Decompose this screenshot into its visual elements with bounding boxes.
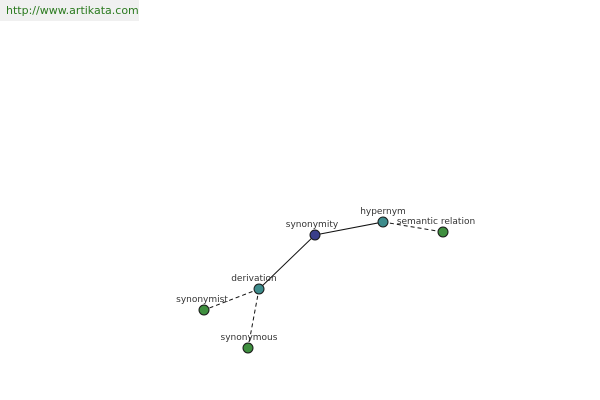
node-label-synonymous[interactable]: synonymous [221,333,278,343]
node-synonymous[interactable]: synonymous [221,333,278,354]
edge-derivation-synonymous [247,288,260,349]
node-synonymist[interactable]: synonymist [176,295,228,316]
node-label-semantic-relation[interactable]: semantic relation [397,217,475,227]
edge-synonymity-hypernym [314,221,384,236]
node-label-hypernym[interactable]: hypernym [360,207,406,217]
node-marker-synonymous[interactable] [242,342,254,354]
node-hypernym[interactable]: hypernym [360,207,406,228]
edge-hypernym-semantic-relation [382,221,444,233]
graph-nodes: synonymity hypernym derivation semantic rel… [176,207,475,354]
node-derivation[interactable]: derivation [231,274,277,295]
edge-derivation-synonymist [203,288,260,311]
node-label-synonymist[interactable]: synonymist [176,295,228,305]
node-label-derivation[interactable]: derivation [231,274,277,284]
node-synonymity[interactable]: synonymity [286,220,339,241]
source-url[interactable]: http://www.artikata.com [0,0,139,21]
node-marker-synonymity[interactable] [309,229,321,241]
node-semantic-relation[interactable]: semantic relation [397,217,475,238]
node-marker-semantic-relation[interactable] [437,226,449,238]
node-marker-derivation[interactable] [253,283,265,295]
graph-edges [203,221,444,349]
node-marker-synonymist[interactable] [198,304,210,316]
node-label-synonymity[interactable]: synonymity [286,220,339,230]
node-marker-hypernym[interactable] [377,216,389,228]
edge-synonymity-derivation [258,234,316,290]
